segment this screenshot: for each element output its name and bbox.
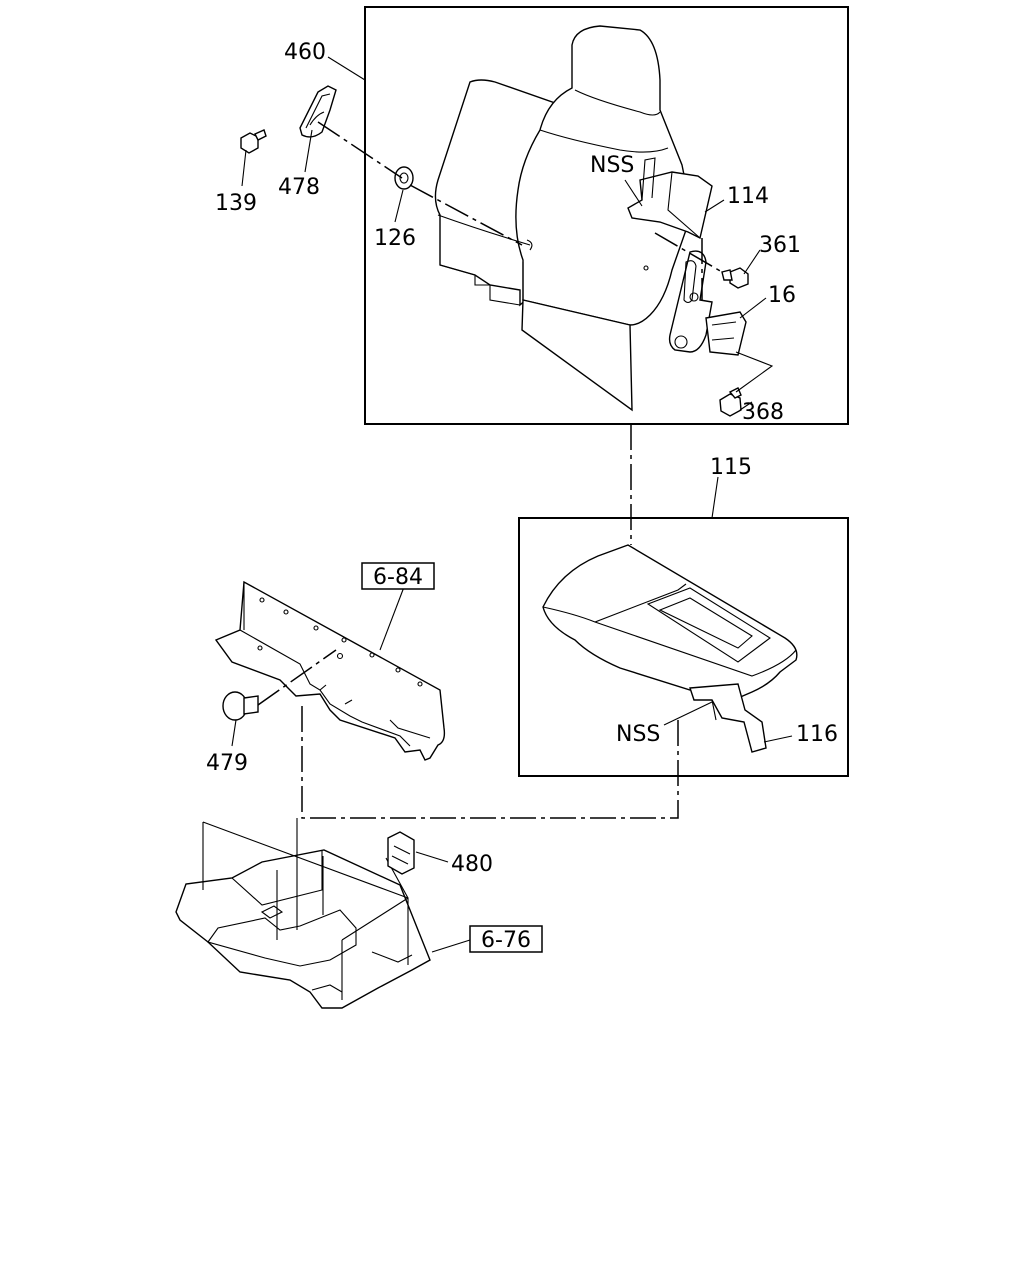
bracket-478	[299, 85, 337, 138]
seatback-group-frame	[364, 6, 849, 425]
callout-361: 361	[759, 233, 801, 258]
floor-panel-illustration	[175, 849, 431, 1009]
callout-139: 139	[215, 191, 257, 216]
reference-box-6-84	[361, 562, 435, 590]
reference-6-84: 6-84	[373, 565, 423, 590]
callout-nss-top: NSS	[590, 153, 634, 178]
callout-126: 126	[374, 226, 416, 251]
grommet-nut-icon	[394, 166, 414, 190]
hex-bolt-icon	[719, 387, 742, 417]
callout-16: 16	[768, 283, 796, 308]
reference-box-6-76	[469, 925, 543, 953]
callout-114: 114	[727, 184, 769, 209]
reference-6-76: 6-76	[481, 928, 531, 953]
seat-riser-panel-illustration	[214, 580, 446, 761]
callout-368: 368	[742, 400, 784, 425]
push-clip-icon	[387, 831, 415, 875]
callout-480: 480	[451, 852, 493, 877]
callout-479: 479	[206, 751, 248, 776]
seat-back-illustration	[434, 25, 747, 412]
seat-cushion-illustration	[542, 544, 798, 753]
cushion-group-frame	[518, 517, 849, 777]
callout-115: 115	[710, 455, 752, 480]
callout-460: 460	[284, 40, 326, 65]
hex-bolt-icon	[240, 129, 267, 154]
callout-116: 116	[796, 722, 838, 747]
hex-bolt-icon	[721, 267, 749, 289]
callout-478: 478	[278, 175, 320, 200]
push-clip-icon	[222, 691, 259, 721]
callout-nss-bottom: NSS	[616, 722, 660, 747]
